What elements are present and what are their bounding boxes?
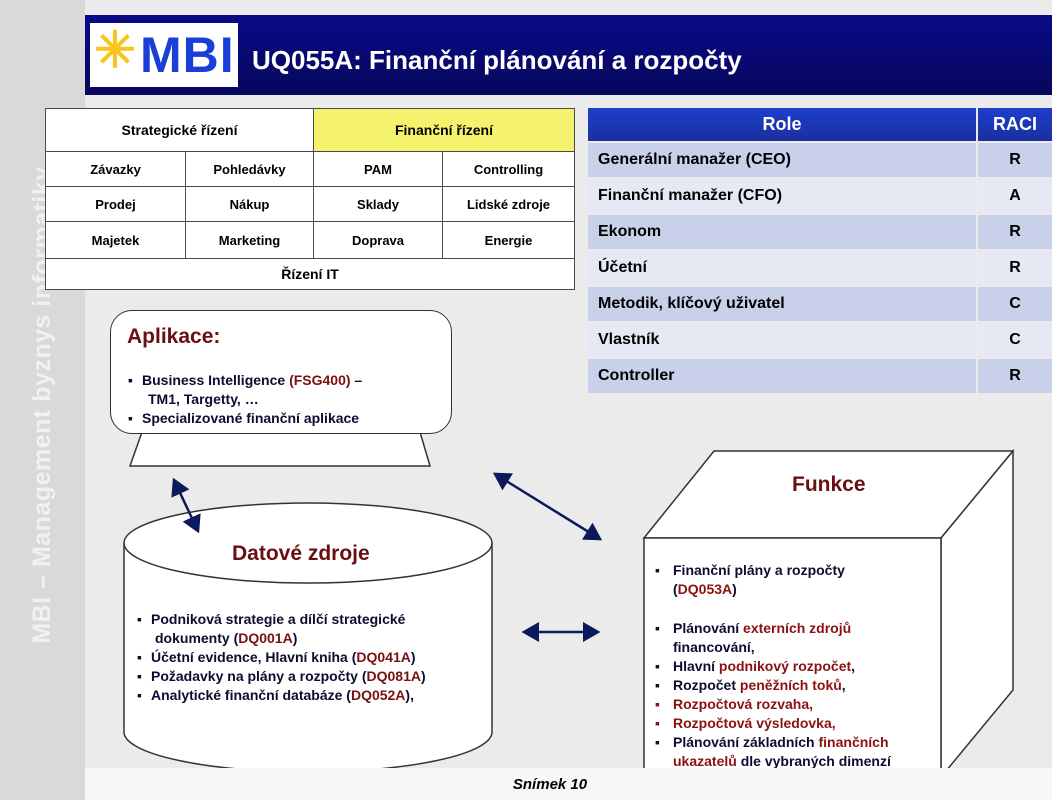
raci-header-role: Role — [588, 108, 976, 141]
raci-row-role: Controller — [588, 359, 976, 393]
grid-cell: Energie — [442, 221, 575, 259]
function-item: ▪Plánování základních finančních — [655, 734, 889, 750]
function-item: ▪Finanční plány a rozpočty — [655, 562, 845, 578]
raci-row-role: Účetní — [588, 251, 976, 285]
function-item-cont: financování, — [673, 639, 755, 655]
applications-item-cont: TM1, Targetty, … — [148, 391, 259, 407]
data-source-item: ▪Požadavky na plány a rozpočty (DQ081A) — [137, 668, 426, 684]
data-sources-title: Datové zdroje — [232, 542, 370, 565]
raci-row-value: R — [978, 251, 1052, 285]
grid-financial: Finanční řízení — [313, 108, 575, 152]
applications-item: ▪Business Intelligence (FSG400) – — [128, 372, 363, 388]
raci-header-raci: RACI — [978, 108, 1052, 141]
function-item: ▪Rozpočtová rozvaha, — [655, 696, 814, 712]
logo-star-icon: ✳ — [94, 22, 136, 78]
data-source-item: ▪Analytické finanční databáze (DQ052A), — [137, 687, 414, 703]
arrow-app-functions — [492, 472, 603, 541]
applications-title: Aplikace: — [127, 325, 221, 348]
grid-cell: Závazky — [45, 151, 186, 187]
grid-cell: Doprava — [313, 221, 443, 259]
grid-cell: Sklady — [313, 186, 443, 222]
raci-row-role: Vlastník — [588, 323, 976, 357]
data-source-item: ▪Účetní evidence, Hlavní kniha (DQ041A) — [137, 649, 416, 665]
footer-bar — [85, 768, 1052, 800]
raci-row-role: Metodik, klíčový uživatel — [588, 287, 976, 321]
cube-front — [643, 537, 942, 778]
grid-cell: Majetek — [45, 221, 186, 259]
database-cylinder-top — [123, 502, 493, 584]
monitor-stand — [128, 431, 432, 467]
raci-row-value: R — [978, 359, 1052, 393]
slide-number: Snímek 10 — [512, 776, 588, 793]
applications-item: ▪Specializované finanční aplikace — [128, 410, 360, 426]
function-item: ▪Hlavní podnikový rozpočet, — [655, 658, 856, 674]
logo-text: MBI — [140, 27, 235, 83]
raci-row-value: C — [978, 287, 1052, 321]
logo — [90, 23, 238, 87]
grid-cell: Lidské zdroje — [442, 186, 575, 222]
function-item: ▪Rozpočet peněžních toků, — [655, 677, 846, 693]
data-source-item: ▪Podniková strategie a dílčí strategické — [137, 611, 406, 627]
grid-cell: Controlling — [442, 151, 575, 187]
function-item: ▪Rozpočtová výsledovka, — [655, 715, 836, 731]
title-bar — [85, 15, 1052, 95]
raci-row-value: A — [978, 179, 1052, 213]
applications-box — [110, 310, 452, 434]
raci-row-value: C — [978, 323, 1052, 357]
function-item-cont: (DQ053A) — [673, 581, 737, 597]
functions-title: Funkce — [792, 473, 866, 496]
slide-title: UQ055A: Finanční plánování a rozpočty — [252, 45, 742, 75]
grid-cell: Pohledávky — [185, 151, 314, 187]
raci-row-value: R — [978, 215, 1052, 249]
data-source-item-cont: dokumenty (DQ001A) — [155, 630, 298, 646]
arrow-app-data — [171, 477, 201, 534]
raci-row-value: R — [978, 143, 1052, 177]
function-item: ▪Plánování externích zdrojů — [655, 620, 852, 636]
grid-cell: Prodej — [45, 186, 186, 222]
function-item-cont: ukazatelů dle vybraných dimenzí — [673, 753, 891, 769]
raci-row-role: Generální manažer (CEO) — [588, 143, 976, 177]
raci-row-role: Finanční manažer (CFO) — [588, 179, 976, 213]
grid-it: Řízení IT — [45, 258, 575, 290]
raci-row-role: Ekonom — [588, 215, 976, 249]
